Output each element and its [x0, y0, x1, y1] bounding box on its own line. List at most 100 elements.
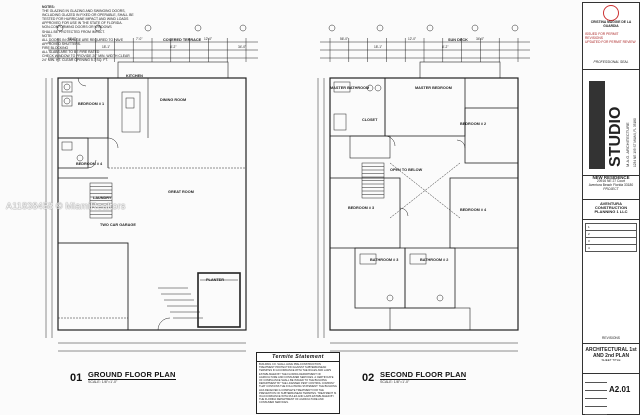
room-label: SUN DECK — [448, 38, 468, 42]
note-line: NON-CONFORMING DOORS OR WINDOWS — [42, 25, 112, 30]
client-name: AVENTURA CONSTRUCTION PLANNING 1 LLC — [594, 201, 628, 214]
room-label: BATHROOM # 2 — [420, 258, 449, 262]
termite-heading: Termite Statement — [257, 353, 339, 362]
project-city: Aventura Beach Florida 33180 — [588, 182, 634, 187]
note-line: NOTE: — [42, 33, 53, 38]
seal-line: REVISIONS — [585, 35, 603, 40]
note-line: APPROVED SHUTTERS. — [42, 41, 81, 46]
title-block: CRISTINA MAGGIE DE LA GUARDIA ISSUED FOR… — [582, 2, 640, 415]
ground-floor-drawing: 56'-0" 18'-1" 7'-0" 8'-2" 12'-0" 34'-0" — [45, 24, 258, 352]
sheet-info-rows — [585, 375, 607, 415]
room-label: MASTER BATHROOM — [330, 86, 370, 90]
note-line: INCLUDING GLAZED IN FIXED OR OPERABLE, S… — [42, 13, 134, 18]
note-line: TESTED FOR HURRICANE IMPACT AND WIND LOA… — [42, 17, 129, 22]
client-section: AVENTURA CONSTRUCTION PLANNING 1 LLC — [583, 199, 639, 220]
project-tag: PROJECT — [603, 186, 619, 191]
note-line: FIRE BLOCKING — [42, 45, 69, 50]
room-label: LAUNDRY — [93, 196, 112, 200]
brand-studio: STUDIO — [607, 106, 624, 167]
revision-row: 1 — [585, 223, 637, 231]
dimension-text: 34'-0" — [476, 37, 484, 41]
seal-line: ISSUED FOR PERMIT — [585, 32, 619, 36]
revision-row: 4 — [585, 245, 637, 252]
room-label: BEDROOM # 2 — [460, 122, 487, 126]
room-label: BEDROOM # 4 — [76, 162, 103, 166]
room-label: TWO CAR GARAGE — [100, 223, 136, 227]
dimension-text: 12'-0" — [204, 37, 212, 41]
sheet-info-row — [585, 383, 607, 391]
dimension-text: 56'-0" — [340, 37, 348, 41]
notes-lines: THE GLAZING IN GLAZING AND SWINGING DOOR… — [42, 9, 142, 62]
revision-row: 3 — [585, 238, 637, 245]
revisions-label: REVISIONS — [602, 336, 620, 341]
brand-bar — [589, 81, 605, 169]
second-plan-scale: SCALE: 1/8"=1'-0" — [380, 380, 410, 384]
sheet-info-row — [585, 399, 607, 407]
second-plan-number: 02 — [362, 372, 375, 384]
room-label: CLOSET — [362, 118, 378, 122]
second-floor-drawing: 56'-0" 18'-1" 12'-0" 8'-2" 34'-0" — [317, 24, 530, 352]
sheet-info-row — [585, 391, 607, 399]
note-line: ALL SLABS ARE TO BE FIRE RATED — [42, 50, 100, 55]
note-line: CHECK WINDOW TO PROVIDE 20" MIN. WIDTH C… — [42, 54, 130, 59]
seal-line: UPDATED FOR PERMIT REVIEW — [585, 39, 636, 44]
sheet-title-section: ARCHITECTURAL 1st AND 2nd PLAN SHEET TIT… — [583, 343, 639, 374]
sheet-number-section: A2.01 — [583, 373, 639, 415]
brand-address: 1234 NE 195 ST MIAMI, FL 33180 — [633, 118, 637, 167]
sheet-info-row — [585, 375, 607, 383]
termite-statement: Termite Statement BUILDING CO. SHALL HAV… — [256, 352, 340, 414]
ground-plan-title: GROUND FLOOR PLAN — [88, 370, 176, 380]
dimension-text: 7'-0" — [136, 37, 142, 41]
dimension-text: 18'-1" — [102, 45, 110, 49]
dimension-text: 12'-0" — [408, 37, 416, 41]
room-label: DINING ROOM — [160, 98, 187, 102]
room-label: BEDROOM # 3 — [348, 206, 375, 210]
room-label: PLANTER — [206, 278, 224, 282]
termite-body: BUILDING CO. SHALL HAVE PRE-CONSTRUCTION… — [259, 363, 337, 405]
seal-name: CRISTINA MAGGIE DE LA GUARDIA — [590, 20, 632, 28]
note-line: THE GLAZING IN GLAZING AND SWINGING DOOR… — [42, 9, 126, 14]
seal-label: PROFESSIONAL SEAL — [593, 60, 629, 64]
sheet-number: A2.01 — [609, 385, 631, 394]
sheet-info-row — [585, 407, 607, 415]
room-label: GREAT ROOM — [168, 190, 194, 194]
room-label: MASTER BEDROOM — [415, 86, 452, 90]
project-address: 20916 NE 27 Court — [596, 178, 626, 183]
ground-plan-scale: SCALE: 1/8"=1'-0" — [88, 380, 118, 384]
general-notes: NOTES: THE GLAZING IN GLAZING AND SWINGI… — [42, 5, 142, 62]
sheet-title: ARCHITECTURAL 1st AND 2nd PLAN — [585, 347, 637, 359]
note-line: 24" MIN. HT. CLEAR OPENING 5.7 SQ. FT. — [42, 58, 109, 63]
dimension-text: 56'-0" — [68, 37, 76, 41]
second-plan-title: SECOND FLOOR PLAN — [380, 370, 467, 380]
notes-heading: NOTES: — [42, 5, 55, 9]
sheet-title-label: SHEET TITLE — [601, 358, 621, 362]
seal-section: CRISTINA MAGGIE DE LA GUARDIA ISSUED FOR… — [583, 3, 639, 70]
room-label: BEDROOM # 1 — [78, 102, 105, 106]
note-line: ALL DOORS IN GARAGE ARE REQUIRED TO HAVE — [42, 37, 124, 42]
project-section: NEW RESIDENCE 20916 NE 27 Court Aventura… — [583, 175, 639, 200]
brand-small: M.A.G. ARCHITECTURE — [625, 122, 630, 167]
room-label: BATHROOM # 3 — [370, 258, 399, 262]
second-floor-plan: 56'-0" 18'-1" 12'-0" 8'-2" 34'-0" — [310, 18, 540, 363]
dimension-text: 18'-1" — [374, 45, 382, 49]
brand-section: STUDIO M.A.G. ARCHITECTURE 1234 NE 195 S… — [583, 69, 639, 176]
room-label: OPEN TO BELOW — [390, 168, 423, 172]
room-label: COVERED TERRACE — [163, 38, 202, 42]
note-line: SHALL BE PROTECTED FROM IMPACT. — [42, 29, 105, 34]
dimension-text: 34'-0" — [238, 45, 246, 49]
note-line: APPROVED FOR USE IN THE STATE OF FLORIDA… — [42, 21, 123, 26]
seal-logo-icon — [603, 5, 619, 21]
ground-plan-number: 01 — [70, 372, 83, 384]
room-label: BEDROOM # 4 — [460, 208, 487, 212]
ground-floor-plan: 56'-0" 18'-1" 7'-0" 8'-2" 12'-0" 34'-0" — [38, 18, 268, 363]
mls-watermark: A11838458 © MiamiRealtors — [6, 201, 126, 211]
project-name: NEW RESIDENCE — [592, 175, 630, 180]
room-label: KITCHEN — [126, 74, 143, 78]
dimension-text: 8'-2" — [442, 45, 448, 49]
revision-row: 2 — [585, 231, 637, 238]
dimension-text: 8'-2" — [170, 45, 176, 49]
